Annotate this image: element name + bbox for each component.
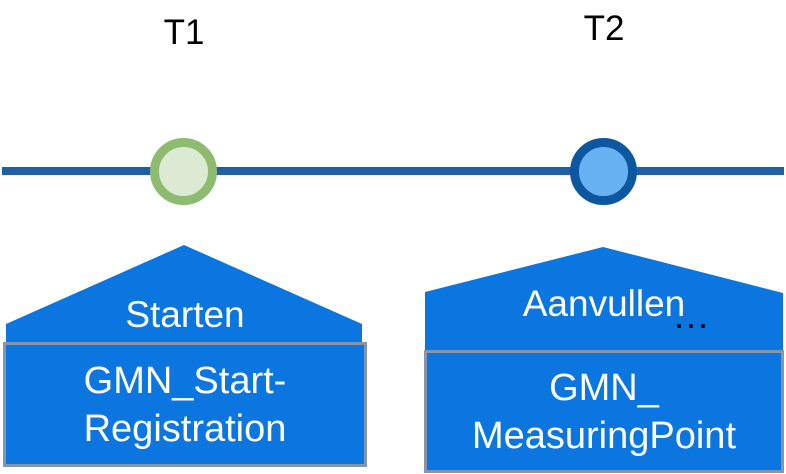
milestone-circle-t2-icon (570, 138, 637, 205)
callout-body-line: GMN_Start- (83, 359, 287, 402)
callout-body-aanvullen: GMN_ MeasuringPoint (424, 350, 784, 473)
roof-polygon-aanvullen (425, 247, 783, 350)
milestone-circle-t1-icon (150, 138, 217, 205)
callout-roof-label-aanvullen: Aanvullen (522, 283, 686, 324)
callout-roof-shape-start (6, 245, 362, 343)
callout-roof-label-start: Starten (125, 294, 245, 335)
callout-body-start: GMN_Start- Registration (3, 342, 367, 467)
ellipsis-label: ... (673, 295, 710, 336)
callout-body-line: MeasuringPoint (471, 414, 737, 457)
timeline-line (2, 167, 784, 175)
timeline-label-t2: T2 (583, 9, 625, 48)
timeline-label-t1: T1 (163, 13, 205, 52)
roof-polygon-start (6, 245, 362, 343)
callout-body-line: GMN_ (549, 366, 659, 409)
callout-roof-shape-aanvullen (425, 247, 783, 350)
callout-body-line: Registration (83, 407, 287, 450)
